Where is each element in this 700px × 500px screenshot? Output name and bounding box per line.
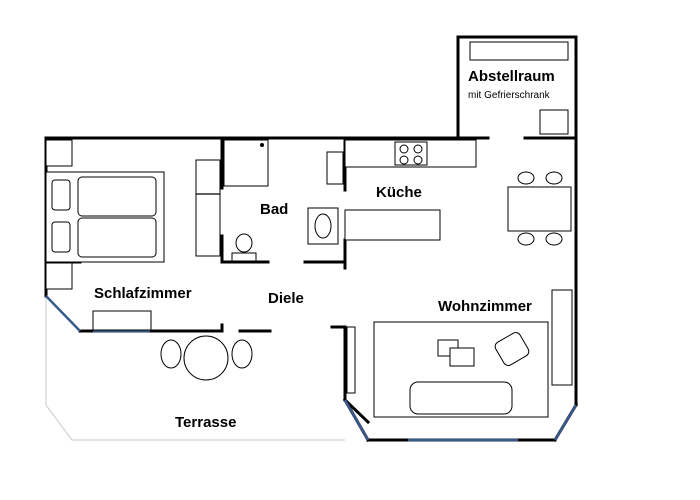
side-board	[346, 326, 356, 394]
kitchen-island	[344, 209, 441, 241]
coffee-table-2	[449, 347, 475, 367]
living-window-left	[343, 399, 370, 441]
tv-board	[551, 289, 573, 386]
toilet-tank	[231, 252, 257, 262]
freezer	[539, 109, 569, 135]
armchair	[494, 332, 530, 366]
nightstand-top	[45, 139, 73, 167]
living-furniture	[346, 289, 573, 418]
washing-machine	[326, 151, 344, 185]
bedroom-window	[45, 295, 81, 332]
bed-mattress-bottom	[77, 217, 157, 258]
dining-table	[507, 186, 572, 232]
dresser	[92, 310, 152, 331]
toilet-bowl	[235, 233, 253, 253]
room-label-wohnzimmer: Wohnzimmer	[438, 298, 532, 315]
kitchen-furniture	[344, 139, 572, 246]
terrace-table	[183, 335, 229, 381]
wardrobe	[195, 159, 221, 257]
shower	[223, 139, 269, 187]
room-label-schlafzimmer: Schlafzimmer	[94, 285, 192, 302]
living-window-right	[553, 404, 578, 441]
nightstand-bottom	[45, 262, 73, 290]
room-label-abstellraum: Abstellraum	[468, 68, 555, 85]
room-label-kueche: Küche	[376, 184, 422, 201]
pillow-top	[51, 179, 71, 211]
bed-mattress-top	[77, 176, 157, 217]
room-note-abstellraum: mit Gefrierschrank	[468, 90, 551, 101]
bedroom-furniture	[45, 139, 221, 331]
room-label-terrasse: Terrasse	[175, 414, 236, 431]
storage-furniture	[469, 41, 569, 135]
bathroom-furniture	[223, 139, 344, 262]
pillow-bottom	[51, 221, 71, 253]
sofa	[409, 381, 513, 415]
windows	[45, 295, 578, 442]
room-label-diele: Diele	[268, 290, 304, 307]
storage-shelf	[469, 41, 569, 61]
terrace-furniture	[160, 335, 253, 381]
room-label-bad: Bad	[260, 201, 288, 218]
terrace-outline	[45, 296, 345, 441]
